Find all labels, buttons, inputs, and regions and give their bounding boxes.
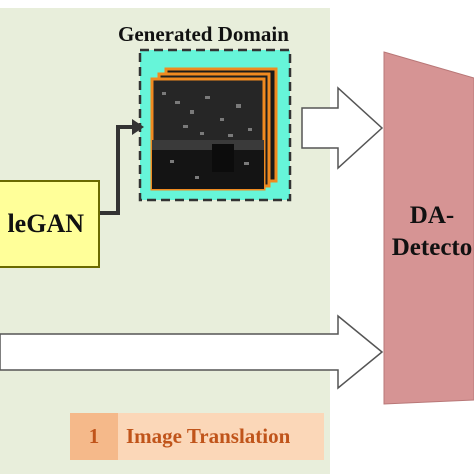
detector-label: DA- Detecto [390,200,474,264]
generated-image-stack [150,67,278,191]
cyclegan-to-generated-connector [100,125,138,215]
aerial-vehicle [195,176,199,179]
aerial-vehicle [244,162,249,165]
aerial-vehicle [236,104,241,108]
stage-number-badge: 1 [70,413,118,460]
aerial-vehicle [162,92,166,95]
generated-to-detector-arrow [301,86,384,170]
aerial-vehicle [228,134,233,137]
aerial-road [152,140,264,150]
detector-trapezoid [383,51,474,405]
aerial-vehicle [205,96,210,99]
connector-arrowhead [132,119,144,135]
detector-label-line1: DA- [409,202,455,229]
aerial-vehicle [190,110,194,114]
aerial-vehicle [183,125,188,128]
aerial-shadow [152,150,264,189]
aerial-vehicle [248,128,252,131]
detector-label-line2: Detecto [391,234,473,261]
stage-label-badge: Image Translation [118,413,324,460]
aerial-building [212,144,234,172]
aerial-vehicle [200,132,204,135]
cyclegan-label: leGAN [7,209,84,238]
aerial-vehicle [170,160,174,163]
aerial-vehicle [220,118,224,121]
generated-domain-title: Generated Domain [118,22,289,46]
source-to-detector-arrow [0,314,384,390]
aerial-vehicle [175,101,180,104]
cyclegan-box: leGAN [0,180,100,268]
